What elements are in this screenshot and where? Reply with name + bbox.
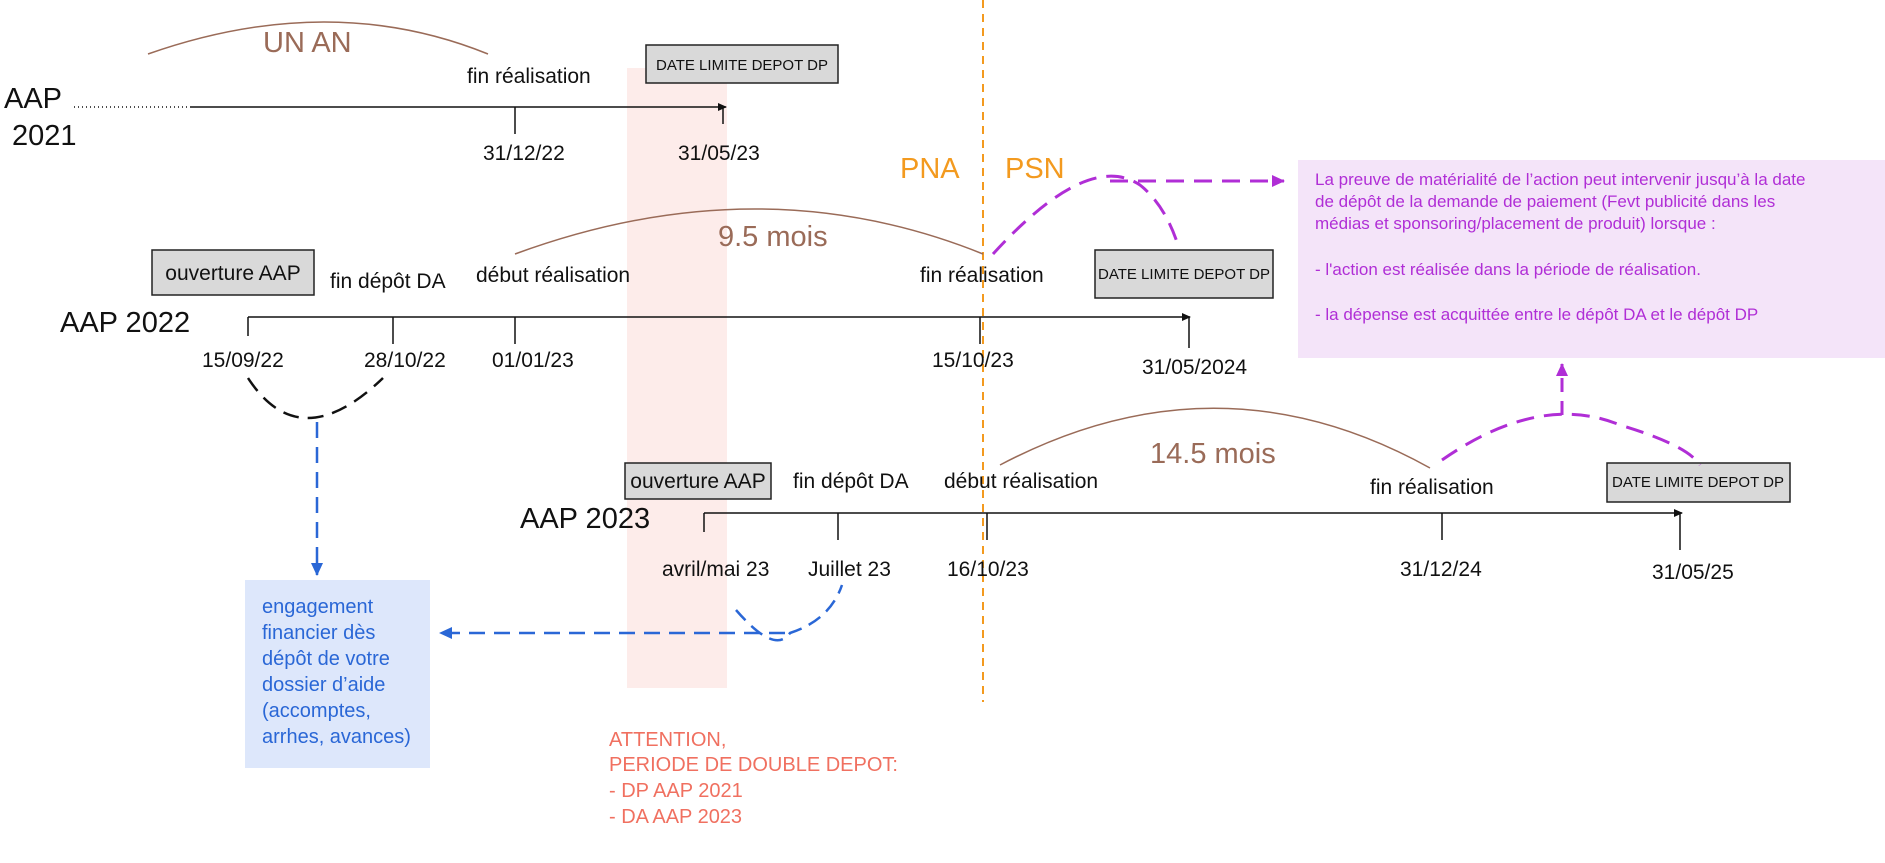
aap-2022-date-da: 28/10/22: [364, 349, 446, 372]
attention-note: ATTENTION, PERIODE DE DOUBLE DEPOT: - DP…: [609, 729, 898, 828]
aap-2021-deadline-label: DATE LIMITE DEPOT DP: [656, 57, 828, 74]
aap-2023-open-box: [624, 462, 772, 500]
aap-2022-date-end: 15/10/23: [932, 349, 1014, 372]
proof-note-line-5: - la dépense est acquittée entre le dépô…: [1315, 305, 1758, 324]
aap-2021-event-end: fin réalisation: [467, 65, 591, 88]
engagement-note-line-4: dossier d’aide: [262, 674, 385, 696]
engagement-note-line-5: (accomptes,: [262, 700, 371, 722]
aap-2021-label-line1: AAP: [4, 83, 62, 115]
aap-2022-date-open: 15/09/22: [202, 349, 284, 372]
proof-note-box: [1298, 160, 1885, 358]
proof-arc-2022: [991, 174, 1180, 256]
aap-2023-event-da: fin dépôt DA: [793, 470, 909, 493]
aap-2022-engagement-curve: [246, 377, 384, 420]
engagement-note-box: [245, 580, 430, 768]
engagement-note-line-3: dépôt de votre: [262, 648, 390, 670]
phase-psn-label: PSN: [1005, 153, 1065, 185]
aap-2021-date-deadline: 31/05/23: [678, 142, 760, 165]
aap-2023-deadline-label: DATE LIMITE DEPOT DP: [1612, 474, 1784, 491]
aap-2022-duration: 9.5 mois: [718, 221, 828, 253]
aap-2022-open-label: ouverture AAP: [165, 262, 300, 285]
aap-2021-duration-arc: [147, 21, 489, 55]
aap-2023-event-end: fin réalisation: [1370, 476, 1494, 499]
aap-2021-date-end: 31/12/22: [483, 142, 565, 165]
aap-2023-date-da: Juillet 23: [808, 558, 891, 581]
engagement-note-line-2: financier dès: [262, 622, 375, 644]
proof-note-line-1: La preuve de matérialité de l’action peu…: [1315, 170, 1805, 189]
timeline-aap-2021: AAP 2021 UN AN fin réalisation 31/12/22 …: [4, 21, 839, 165]
aap-2022-event-da: fin dépôt DA: [330, 270, 446, 293]
proof-arc-2023: [1441, 412, 1702, 466]
aap-2022-open-box: [151, 249, 315, 296]
aap-2022-duration-arc: [514, 208, 984, 255]
aap-2023-date-start: 16/10/23: [947, 558, 1029, 581]
aap-2023-label: AAP 2023: [520, 503, 650, 535]
aap-2023-open-label: ouverture AAP: [630, 470, 765, 493]
aap-2022-date-start: 01/01/23: [492, 349, 574, 372]
aap-2023-engagement-curve: [735, 584, 844, 642]
aap-2021-duration: UN AN: [263, 27, 352, 59]
double-depot-band: [627, 68, 727, 688]
engagement-note-line-1: engagement: [262, 596, 374, 618]
attention-note-line-2: PERIODE DE DOUBLE DEPOT:: [609, 754, 898, 776]
aap-2022-deadline-label: DATE LIMITE DEPOT DP: [1098, 266, 1270, 283]
attention-note-line-3: - DP AAP 2021: [609, 780, 743, 802]
attention-note-line-4: - DA AAP 2023: [609, 806, 742, 828]
aap-2023-date-open: avril/mai 23: [662, 558, 769, 581]
aap-2022-deadline-box: [1094, 249, 1274, 299]
aap-2022-event-end: fin réalisation: [920, 264, 1044, 287]
proof-note: La preuve de matérialité de l’action peu…: [1315, 170, 1805, 324]
attention-note-line-1: ATTENTION,: [609, 729, 726, 751]
aap-2022-date-deadline: 31/05/2024: [1142, 356, 1247, 379]
proof-note-line-3: médias et sponsoring/placement de produi…: [1315, 214, 1716, 233]
aap-2023-deadline-box: [1606, 462, 1791, 503]
engagement-note-line-6: arrhes, avances): [262, 726, 411, 748]
aap-2022-event-start: début réalisation: [476, 264, 630, 287]
timeline-aap-2023: AAP 2023 ouverture AAP fin dépôt DA débu…: [520, 407, 1791, 642]
aap-2023-duration-arc: [999, 407, 1431, 469]
proof-note-line-4: - l'action est réalisée dans la période …: [1315, 260, 1701, 279]
phase-pna-label: PNA: [900, 153, 960, 185]
aap-2022-label: AAP 2022: [60, 307, 190, 339]
aap-2021-label-line2: 2021: [12, 120, 77, 152]
aap-2023-date-end: 31/12/24: [1400, 558, 1482, 581]
proof-note-line-2: de dépôt de la demande de paiement (Fevt…: [1315, 192, 1775, 211]
aap-2023-event-start: début réalisation: [944, 470, 1098, 493]
timeline-aap-2022: AAP 2022 ouverture AAP fin dépôt DA débu…: [60, 208, 1274, 420]
aap-2023-date-deadline: 31/05/25: [1652, 561, 1734, 584]
aap-2023-duration: 14.5 mois: [1150, 438, 1276, 470]
engagement-note: engagement financier dès dépôt de votre …: [262, 596, 411, 748]
aap-2021-deadline-box: [645, 44, 839, 84]
